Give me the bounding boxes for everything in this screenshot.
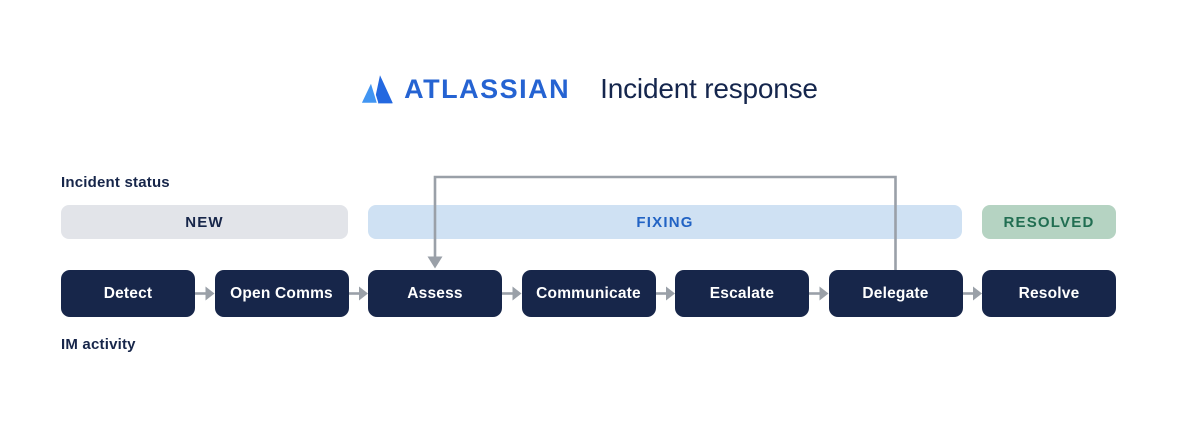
- header: ATLASSIAN Incident response: [0, 66, 1178, 112]
- brand-wordmark: ATLASSIAN: [404, 73, 571, 104]
- activity-box-resolve: Resolve: [982, 270, 1116, 317]
- status-bar-fixing: FIXING: [368, 205, 962, 239]
- forward-arrow-icon: [348, 286, 368, 301]
- forward-arrow-icon: [962, 286, 982, 301]
- status-bar-resolved: RESOLVED: [982, 205, 1116, 239]
- activity-box-detect: Detect: [61, 270, 195, 317]
- forward-arrow-icon: [809, 286, 829, 301]
- activity-box-delegate: Delegate: [828, 270, 963, 317]
- activity-box-escalate: Escalate: [675, 270, 809, 317]
- atlassian-logo-icon: [360, 75, 393, 105]
- incident-status-label: Incident status: [61, 174, 170, 191]
- atlassian-brand: ATLASSIAN: [360, 73, 570, 105]
- status-bar-new: NEW: [61, 205, 348, 239]
- activity-box-open-comms: Open Comms: [214, 270, 349, 317]
- activity-box-communicate: Communicate: [521, 270, 656, 317]
- forward-arrow-icon: [195, 286, 215, 301]
- forward-arrow-icon: [655, 286, 675, 301]
- activity-box-assess: Assess: [368, 270, 502, 317]
- im-activity-label: IM activity: [61, 336, 136, 353]
- page-title: Incident response: [600, 73, 818, 104]
- forward-arrow-icon: [502, 286, 522, 301]
